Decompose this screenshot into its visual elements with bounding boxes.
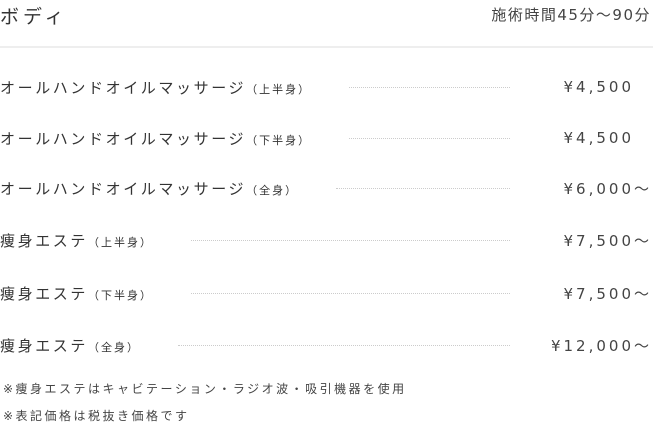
menu-item-name: 痩身エステ（上半身） bbox=[0, 231, 154, 250]
section-title: ボディ bbox=[0, 6, 68, 28]
menu-item-name: オールハンドオイルマッサージ（上半身） bbox=[0, 78, 312, 97]
dotted-leader bbox=[191, 292, 510, 294]
menu-item-name: オールハンドオイルマッサージ（下半身） bbox=[0, 129, 312, 148]
menu-item: オールハンドオイルマッサージ（全身） ¥6,000〜 bbox=[0, 175, 653, 201]
menu-item-price: ¥7,500〜 bbox=[563, 231, 652, 250]
menu-item-name: 痩身エステ（全身） bbox=[0, 336, 141, 355]
footnote: ※痩身エステはキャビテーション・ラジオ波・吸引機器を使用 bbox=[3, 382, 407, 396]
menu-item: 痩身エステ（上半身） ¥7,500〜 bbox=[0, 227, 653, 253]
treatment-duration: 施術時間45分〜90分 bbox=[491, 6, 651, 24]
dotted-leader bbox=[349, 86, 510, 88]
section-header: ボディ 施術時間45分〜90分 bbox=[0, 0, 653, 48]
menu-item: オールハンドオイルマッサージ（下半身） ¥4,500 bbox=[0, 125, 653, 151]
dotted-leader bbox=[349, 137, 510, 139]
menu-item: 痩身エステ（下半身） ¥7,500〜 bbox=[0, 280, 653, 306]
menu-item-price: ¥6,000〜 bbox=[563, 179, 652, 198]
menu-item-name: オールハンドオイルマッサージ（全身） bbox=[0, 179, 299, 198]
menu-item-price: ¥7,500〜 bbox=[563, 284, 652, 303]
footnote: ※表記価格は税抜き価格です bbox=[3, 409, 190, 423]
menu-item-price: ¥12,000〜 bbox=[550, 336, 652, 355]
dotted-leader bbox=[336, 187, 510, 189]
dotted-leader bbox=[178, 344, 510, 346]
dotted-leader bbox=[191, 239, 510, 241]
menu-item-price: ¥4,500 bbox=[563, 78, 634, 96]
menu-item: 痩身エステ（全身） ¥12,000〜 bbox=[0, 332, 653, 358]
menu-item: オールハンドオイルマッサージ（上半身） ¥4,500 bbox=[0, 74, 653, 100]
menu-item-price: ¥4,500 bbox=[563, 129, 634, 147]
menu-item-name: 痩身エステ（下半身） bbox=[0, 284, 154, 303]
